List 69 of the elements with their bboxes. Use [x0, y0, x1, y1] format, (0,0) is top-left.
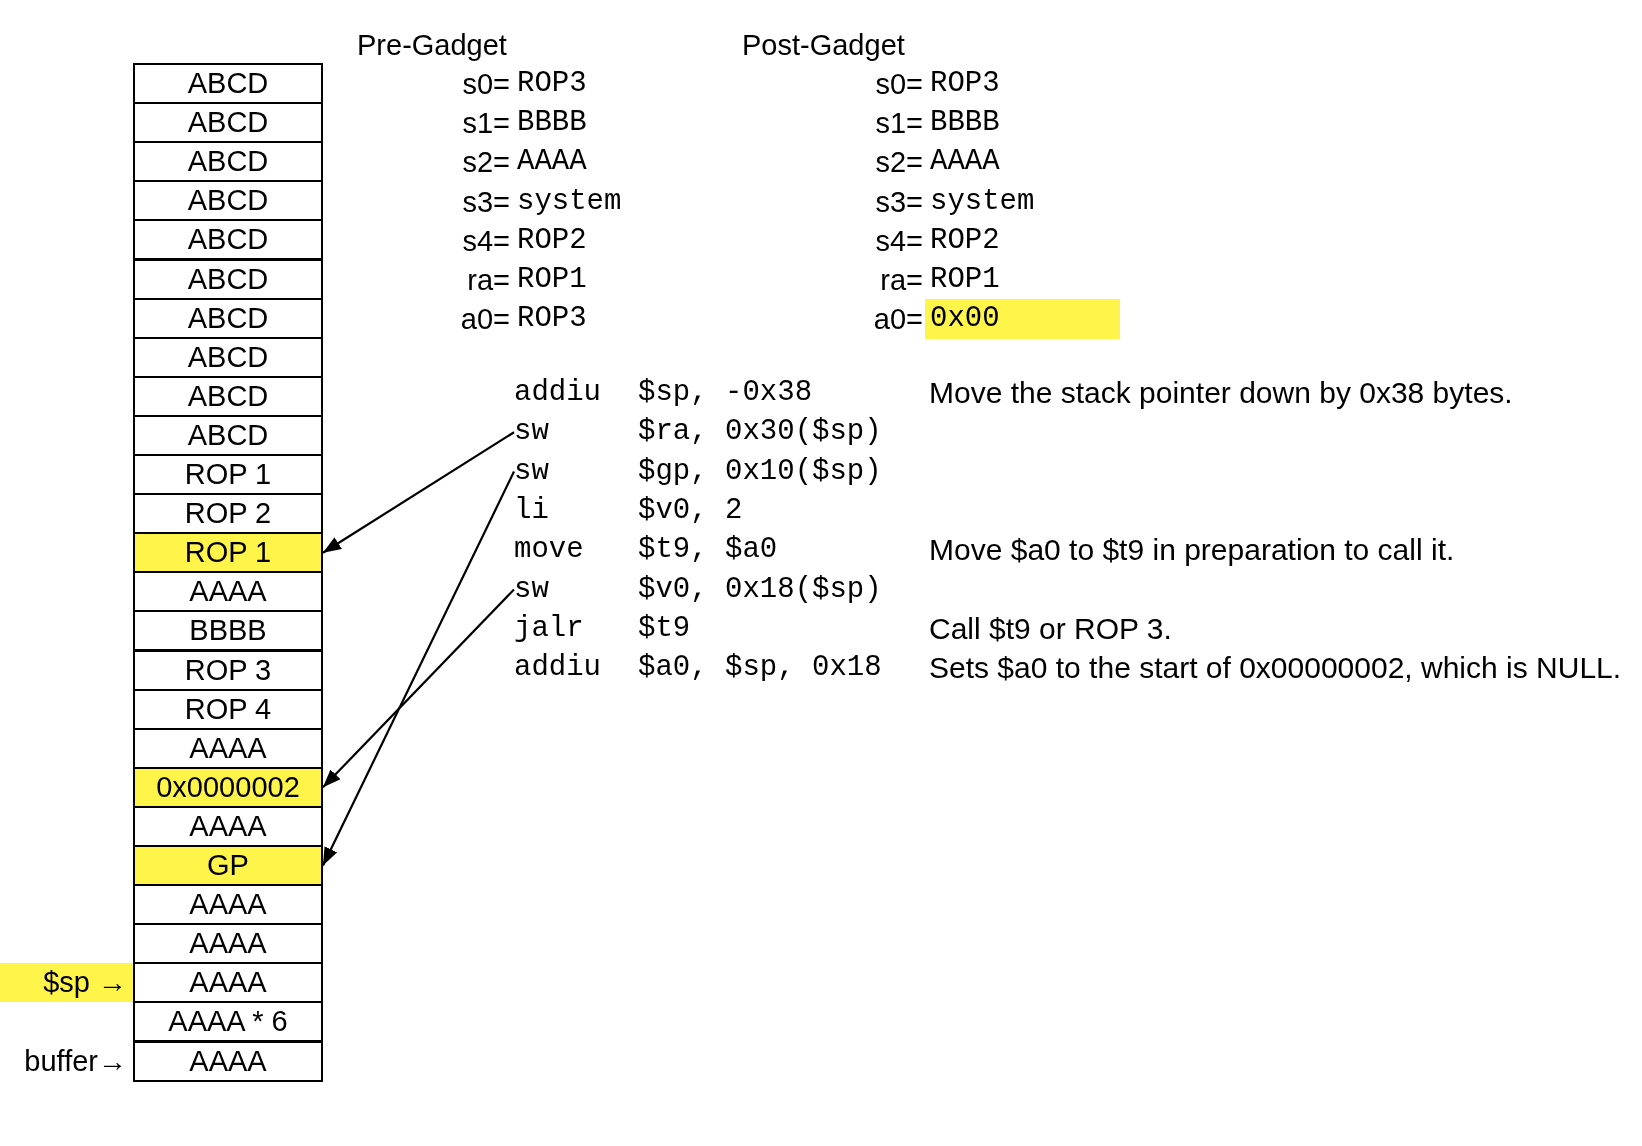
register-name: s3=	[462, 184, 510, 220]
comment-text: Move $a0 to $t9 in preparation to call it.	[929, 532, 1455, 569]
register-value: ROP3	[517, 301, 587, 338]
register-name: ra=	[467, 263, 510, 298]
stack-cell: AAAA	[133, 884, 323, 926]
register-value: ROP3	[930, 66, 1000, 102]
arrow	[322, 588, 515, 789]
column-heading: Post-Gadget	[742, 28, 905, 63]
code-line: addiu $sp, -0x38	[514, 375, 813, 411]
stack-cell: ROP 4	[133, 688, 323, 730]
stack-cell: ROP 3	[133, 649, 323, 691]
register-name: s3=	[875, 184, 923, 220]
register-name: a0=	[460, 302, 510, 338]
code-line: addiu $a0, $sp, 0x18	[514, 650, 882, 687]
register-value: AAAA	[517, 144, 587, 181]
register-value: AAAA	[930, 144, 1000, 181]
arrow	[322, 431, 515, 554]
column-heading: Pre-Gadget	[357, 28, 507, 63]
stack-cell: ABCD	[133, 375, 323, 417]
stack-cell: ROP 1	[133, 532, 323, 574]
register-value: BBBB	[517, 105, 587, 142]
highlighted-value: 0x00	[925, 299, 1120, 340]
code-line: jalr $t9	[514, 610, 691, 647]
comment-text: Move the stack pointer down by 0x38 bytes.	[929, 375, 1513, 411]
code-line: sw $ra, 0x30($sp)	[514, 414, 882, 451]
register-value: system	[930, 183, 1035, 220]
comment-text: Sets $a0 to the start of 0x00000002, which is NULL.	[929, 650, 1622, 687]
stack-cell: ABCD	[133, 336, 323, 378]
register-name: s4=	[462, 223, 510, 259]
comment-text: Call $t9 or ROP 3.	[929, 610, 1172, 647]
register-value: system	[517, 183, 622, 220]
stack-cell: AAAA	[133, 571, 323, 613]
register-name: ra=	[880, 263, 923, 298]
pointer-label: $sp →	[0, 963, 133, 1003]
register-value: ROP2	[517, 222, 587, 259]
register-name: s0=	[462, 67, 510, 102]
stack-cell: ROP 1	[133, 454, 323, 496]
register-name: a0=	[873, 302, 923, 338]
register-value: ROP1	[930, 262, 1000, 298]
register-name: s4=	[875, 223, 923, 259]
register-name: s2=	[462, 145, 510, 181]
stack-cell: ABCD	[133, 414, 323, 456]
stack-cell: ABCD	[133, 63, 323, 105]
register-value: ROP1	[517, 262, 587, 298]
code-line: li $v0, 2	[514, 492, 743, 529]
code-line: sw $gp, 0x10($sp)	[514, 453, 882, 490]
register-name: s0=	[875, 67, 923, 102]
stack-cell: ABCD	[133, 141, 323, 183]
code-line: move $t9, $a0	[514, 532, 778, 569]
stack-cell: AAAA * 6	[133, 1001, 323, 1043]
stack-cell: ABCD	[133, 219, 323, 261]
pointer-label: buffer→	[24, 1043, 127, 1079]
register-value: ROP3	[517, 66, 587, 102]
stack-cell: AAAA	[133, 1040, 323, 1082]
register-name: s1=	[875, 106, 923, 142]
stack-cell: ABCD	[133, 102, 323, 144]
stack-cell: AAAA	[133, 923, 323, 965]
stack-cell: 0x0000002	[133, 766, 323, 808]
stack-cell: GP	[133, 845, 323, 887]
stack-cell: ABCD	[133, 297, 323, 339]
register-name: s2=	[875, 145, 923, 181]
stack-cell: ABCD	[133, 258, 323, 300]
register-value: BBBB	[930, 105, 1000, 142]
stack-cell: ABCD	[133, 180, 323, 222]
arrow	[322, 471, 515, 867]
stack-cell: BBBB	[133, 610, 323, 652]
register-value: ROP2	[930, 222, 1000, 259]
register-name: s1=	[462, 106, 510, 142]
code-line: sw $v0, 0x18($sp)	[514, 571, 882, 608]
